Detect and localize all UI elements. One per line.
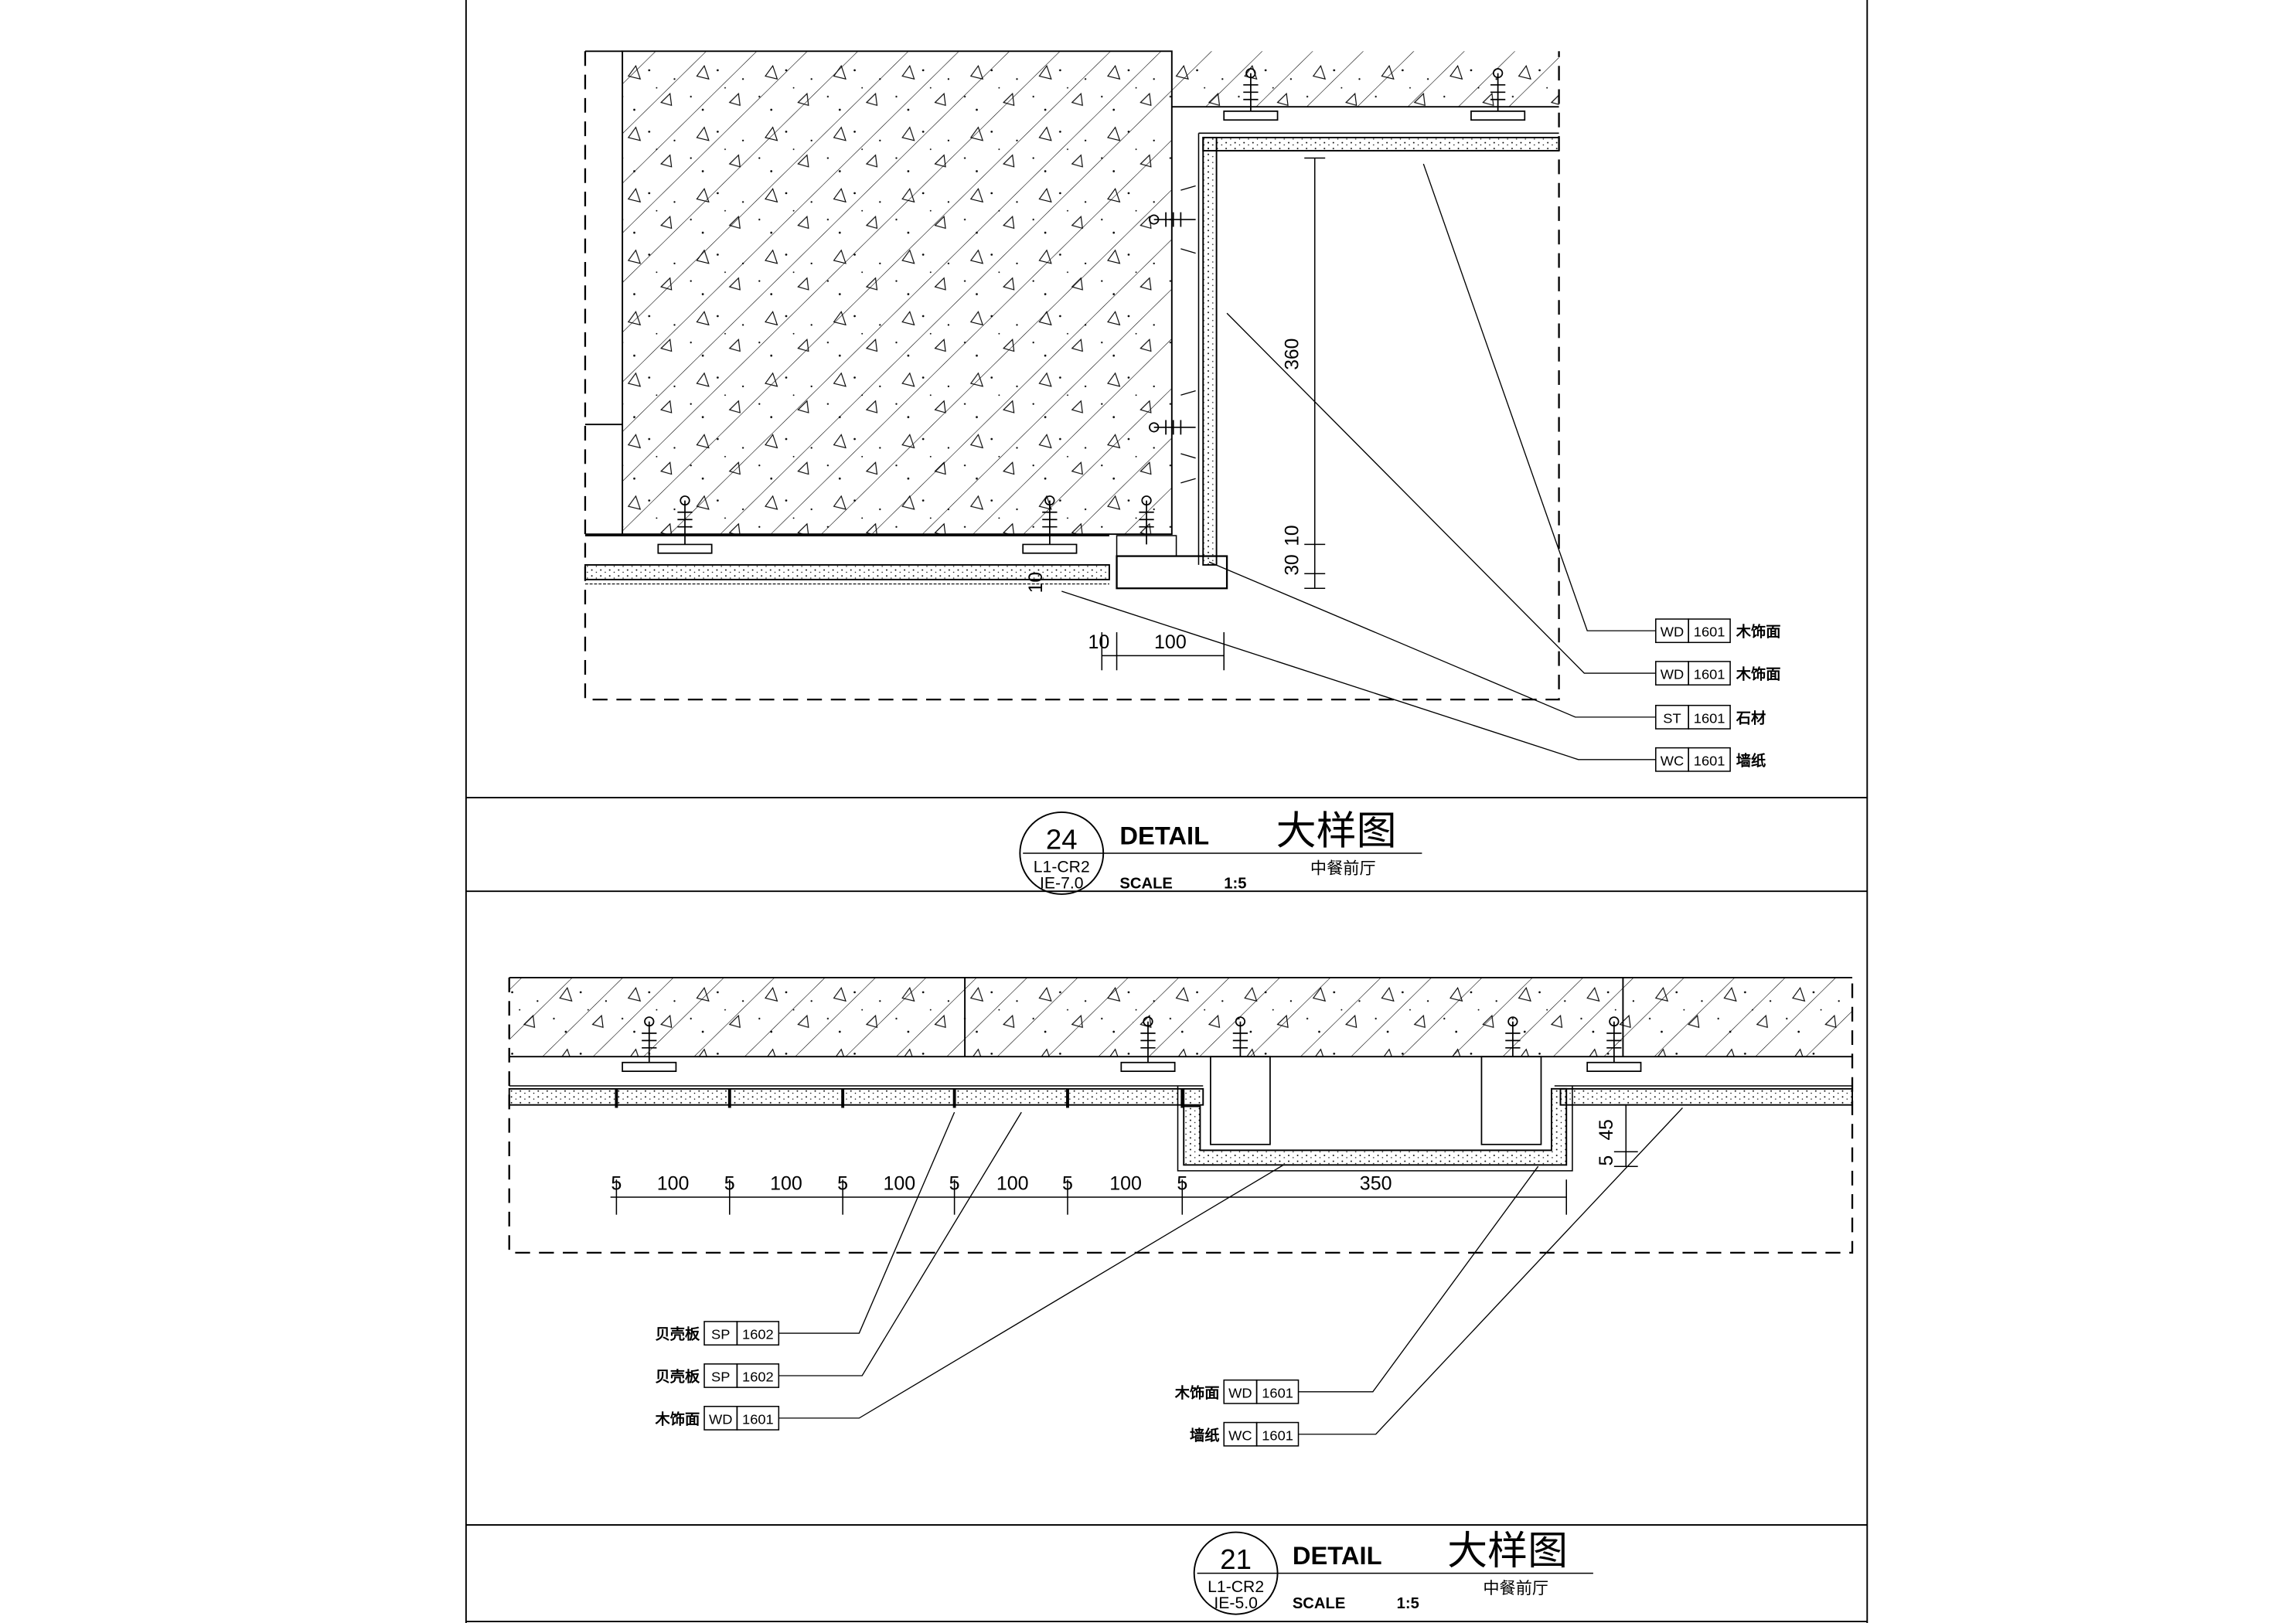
title-cn: 大样图 [1447,1529,1568,1574]
wallpaper-strip [1559,1087,1853,1106]
dim-5: 5 [949,1174,960,1195]
wood-panel-wall [1202,137,1218,566]
dim-10-vertical: 10 [1282,525,1303,546]
wood-panel-ceiling [1202,137,1560,151]
dim-5: 5 [1177,1174,1187,1195]
dim-100: 100 [883,1174,915,1195]
detail-21-title-block: 21 L1-CR2 IE-5.0 DETAIL 大样图 中餐前厅 SCALE 1… [1193,1529,1593,1615]
callout-label: 木饰面 [1736,665,1781,683]
callout-number: 1601 [742,1412,774,1427]
callout-number: 1601 [1262,1427,1293,1443]
callout-number: 1601 [1262,1386,1293,1401]
subtitle: 中餐前厅 [1483,1580,1548,1597]
detail-21-dimensions [610,1104,1638,1215]
hanger-bolts [657,68,1526,554]
dim-360: 360 [1282,339,1303,370]
callout-number: 1601 [1694,711,1725,726]
dim-100: 100 [1154,632,1187,653]
dim-5-vertical: 5 [1596,1155,1617,1166]
dim-30: 30 [1282,554,1303,575]
callout-number: 1602 [742,1327,774,1342]
callout-code: WC [1661,753,1684,768]
callout-label: 木饰面 [655,1410,700,1428]
detail-21-callouts-left [703,1321,780,1431]
detail-21-drawing: 5 100 5 100 5 100 5 100 5 100 5 350 45 5… [508,976,1854,1447]
detail-number: 21 [1220,1543,1252,1575]
callout-label: 石材 [1736,709,1766,727]
callout-code: SP [711,1327,730,1342]
sheet-reference: L1-CR2 [1208,1578,1264,1596]
detail-number: 24 [1046,824,1078,856]
callout-code: WD [1661,667,1684,682]
callout-label: 木饰面 [1174,1384,1220,1402]
detail-24-dimensions [1101,157,1326,671]
wood-trough [1183,1087,1568,1166]
detail-24-leaders [1061,163,1656,760]
scale-label: SCALE [1293,1595,1346,1612]
detail-24-boundary [584,51,1560,701]
dim-350: 350 [1360,1174,1392,1195]
sheet-reference: IE-7.0 [1040,875,1084,893]
shell-panel-strip [508,1087,1204,1106]
wallpaper-soffit [584,563,1110,580]
callout-code: SP [711,1370,730,1385]
callout-code: WD [1661,624,1684,640]
callout-number: 1602 [742,1370,774,1385]
callout-number: 1601 [1694,667,1725,682]
title-en: DETAIL [1293,1543,1382,1570]
callout-label: 墙纸 [1736,752,1766,770]
dim-100: 100 [657,1174,690,1195]
callout-code: WD [1228,1386,1252,1401]
detail-24-callouts [1655,618,1731,772]
dim-5: 5 [1062,1174,1073,1195]
dim-45: 45 [1596,1119,1617,1140]
callout-code: WC [1228,1427,1252,1443]
dim-10-soffit: 10 [1026,572,1047,593]
sheet-reference: IE-5.0 [1214,1594,1258,1612]
callout-number: 1601 [1694,624,1725,640]
scale-value: 1:5 [1397,1595,1419,1612]
callout-label: 墙纸 [1190,1426,1219,1444]
callout-label: 木饰面 [1736,623,1781,641]
hanger-bolts [622,1016,1642,1072]
dim-100: 100 [770,1174,802,1195]
detail-24-drawing: 10 100 360 30 10 10 WD 1601 木饰面 WD 1601 … [584,50,1781,772]
callout-code: ST [1663,711,1681,726]
callout-label: 贝壳板 [656,1325,701,1343]
dim-100: 100 [996,1174,1029,1195]
scale-label: SCALE [1119,876,1173,893]
detail-21-leaders [778,1108,1683,1435]
callout-number: 1601 [1694,753,1725,768]
detail-21-boundary [508,977,1854,1254]
callout-code: WD [709,1412,732,1427]
dim-5: 5 [611,1174,622,1195]
dim-5: 5 [724,1174,735,1195]
title-en: DETAIL [1119,822,1209,850]
detail-24-title-block: 24 L1-CR2 IE-7.0 DETAIL 大样图 中餐前厅 SCALE 1… [1019,808,1422,895]
dim-5: 5 [837,1174,848,1195]
callout-label: 贝壳板 [656,1368,701,1386]
sheet-reference: L1-CR2 [1034,859,1090,876]
dim-100: 100 [1109,1174,1142,1195]
dim-10: 10 [1088,632,1110,653]
scale-value: 1:5 [1224,876,1246,893]
detail-21-callouts-right [1223,1379,1300,1447]
title-cn: 大样图 [1276,808,1397,853]
sheet-frame [465,0,1868,1623]
subtitle: 中餐前厅 [1310,860,1376,878]
